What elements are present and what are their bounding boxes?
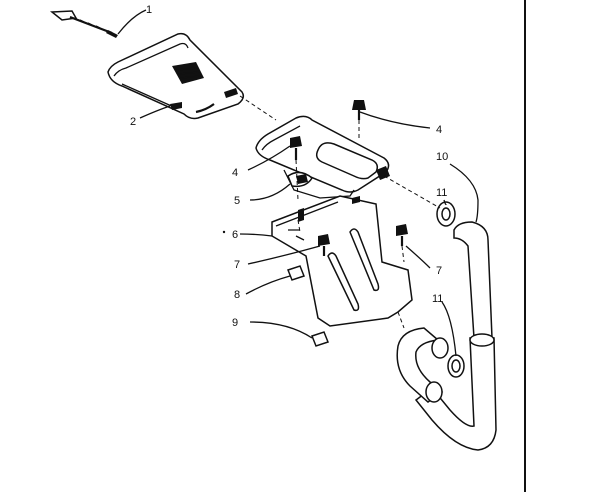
callout-6: 6 xyxy=(232,229,238,241)
part-7-screw-right xyxy=(396,224,408,246)
callout-7-left: 7 xyxy=(234,259,240,271)
part-4-screw-lower xyxy=(290,136,302,160)
callout-10: 10 xyxy=(436,151,448,163)
part-6-mounting-plate xyxy=(271,195,413,327)
part-8-clip xyxy=(287,265,305,281)
part-4-screw-upper xyxy=(352,100,366,120)
callout-11-upper: 11 xyxy=(436,187,447,199)
callout-11-lower: 11 xyxy=(432,293,443,305)
part-7-screw-left xyxy=(318,234,330,256)
part-11-clamp-lower xyxy=(447,354,465,378)
part-11-clamp-upper xyxy=(436,201,456,227)
callout-1: 1 xyxy=(146,4,152,16)
leader-lines xyxy=(117,9,479,357)
u-tube xyxy=(396,327,449,403)
part-9-nut xyxy=(311,331,329,347)
callout-4-left: 4 xyxy=(232,167,238,179)
part-1-lever xyxy=(49,10,118,38)
callout-4-right: 4 xyxy=(436,124,442,136)
callout-2: 2 xyxy=(130,116,136,128)
callout-7-right: 7 xyxy=(436,265,442,277)
part-10-tube xyxy=(414,221,497,451)
callout-8: 8 xyxy=(234,289,240,301)
callout-5: 5 xyxy=(234,195,240,207)
valve-housing xyxy=(255,115,390,199)
assembly-lines xyxy=(239,95,441,329)
callout-9: 9 xyxy=(232,317,238,329)
part-2-cover xyxy=(107,32,245,120)
dot-marker xyxy=(222,230,226,234)
